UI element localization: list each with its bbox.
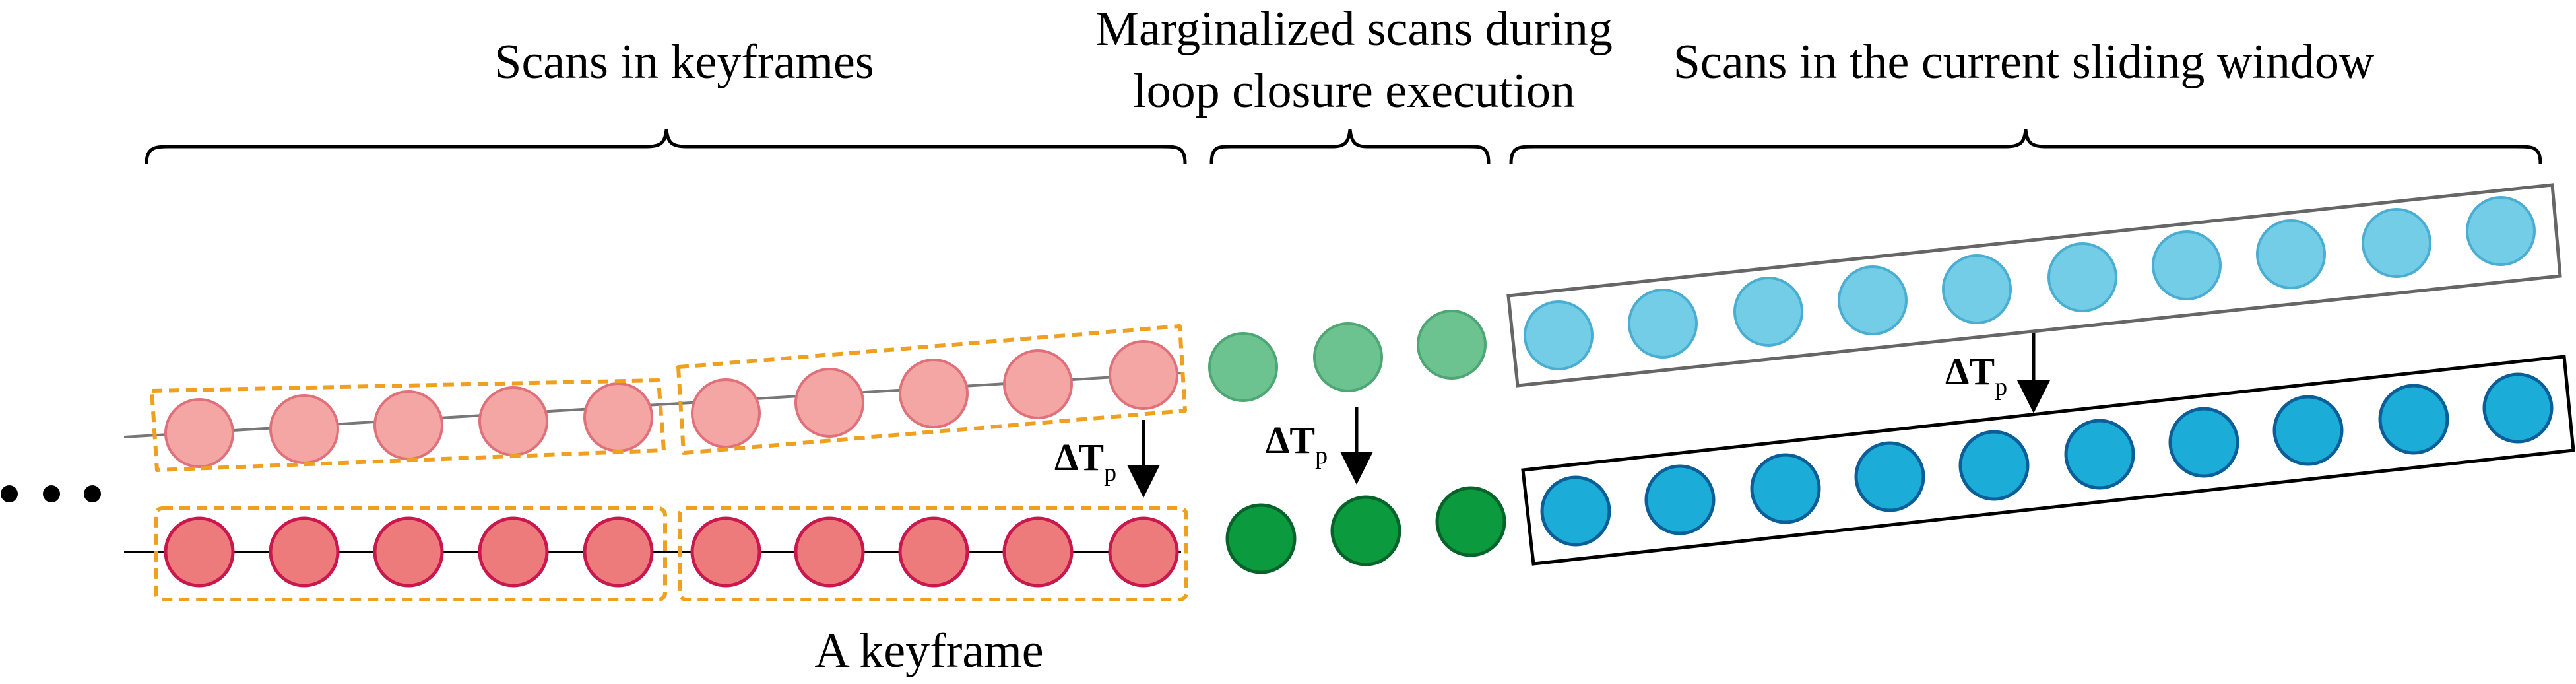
marginalized-scans-brace: [1209, 129, 1491, 164]
scan-node: [1313, 322, 1383, 392]
scan-node: [2482, 372, 2554, 444]
pose-delta-label-keyframe: ΔTp: [1054, 436, 1116, 487]
scan-node: [373, 390, 443, 460]
scan-node: [2272, 395, 2344, 466]
sliding-window-box-lower: [1521, 355, 2575, 566]
lower-keyframe-box-2: [678, 506, 1188, 601]
sliding-window-box-upper: [1506, 183, 2562, 388]
scan-node: [1958, 430, 2030, 501]
scan-node: [2362, 208, 2431, 278]
scan-node: [1108, 516, 1179, 588]
marginalized-scans-label-line1: Marginalized scans during: [1095, 2, 1613, 56]
upper-keyframe-scans: [164, 340, 1178, 468]
scan-node: [2152, 230, 2222, 300]
scan-node: [478, 516, 549, 588]
scan-node: [1003, 349, 1073, 419]
scan-node: [1854, 441, 1925, 512]
scan-node: [899, 359, 969, 428]
pose-delta-label-window: ΔTp: [1945, 350, 2007, 401]
keyframe-scans-label: Scans in keyframes: [494, 35, 874, 89]
keyframe-scans-brace: [145, 129, 1187, 164]
lower-keyframe-scans: [164, 516, 1179, 588]
scan-node: [2256, 219, 2326, 289]
scan-node: [1109, 340, 1178, 410]
marginalized-scans-lower: [1225, 486, 1506, 574]
scan-node: [2466, 196, 2536, 266]
scan-node: [1644, 464, 1716, 535]
scan-node: [2378, 384, 2449, 455]
scan-node: [2168, 407, 2239, 478]
scan-node: [1540, 475, 1611, 547]
scan-node: [691, 378, 761, 448]
sliding-window-label: Scans in the current sliding window: [1673, 35, 2375, 89]
scan-node: [1208, 332, 1278, 402]
sliding-window-brace: [1509, 129, 2542, 164]
scan-node: [1733, 277, 1803, 347]
sliding-window-scans-lower: [1540, 372, 2554, 547]
scan-node: [2047, 242, 2117, 312]
scan-node: [373, 516, 444, 588]
scan-node: [269, 516, 340, 588]
scan-node: [1628, 289, 1698, 359]
scan-node: [164, 398, 234, 468]
sliding-window-scans-upper: [1524, 196, 2536, 370]
scan-node: [690, 516, 761, 588]
scan-node: [1330, 495, 1401, 566]
scan-node: [583, 516, 654, 588]
scan-node: [2064, 419, 2135, 490]
pose-delta-label-marginalized: ΔTp: [1266, 419, 1328, 469]
scan-node: [269, 394, 339, 464]
marginalized-scans-label-line2: loop closure execution: [1133, 64, 1575, 118]
ellipsis-icon: [1, 485, 101, 502]
scan-node: [898, 516, 969, 588]
lower-keyframe-box-1: [154, 506, 667, 601]
scan-node: [1225, 503, 1297, 574]
scan-node: [1002, 516, 1074, 588]
scan-node: [164, 516, 235, 588]
scan-node: [794, 516, 865, 588]
scan-node: [1750, 453, 1821, 524]
scan-node: [1524, 300, 1594, 370]
scan-node: [478, 386, 548, 456]
upper-keyframe-box-2: [676, 324, 1187, 455]
marginalized-scans-upper: [1208, 310, 1487, 402]
scan-node: [1942, 254, 2012, 324]
scan-node: [1417, 310, 1487, 380]
a-keyframe-label: A keyframe: [814, 624, 1043, 678]
scan-node: [794, 368, 864, 438]
scan-node: [583, 382, 653, 452]
scan-node: [1435, 486, 1506, 557]
scan-node: [1838, 265, 1908, 335]
